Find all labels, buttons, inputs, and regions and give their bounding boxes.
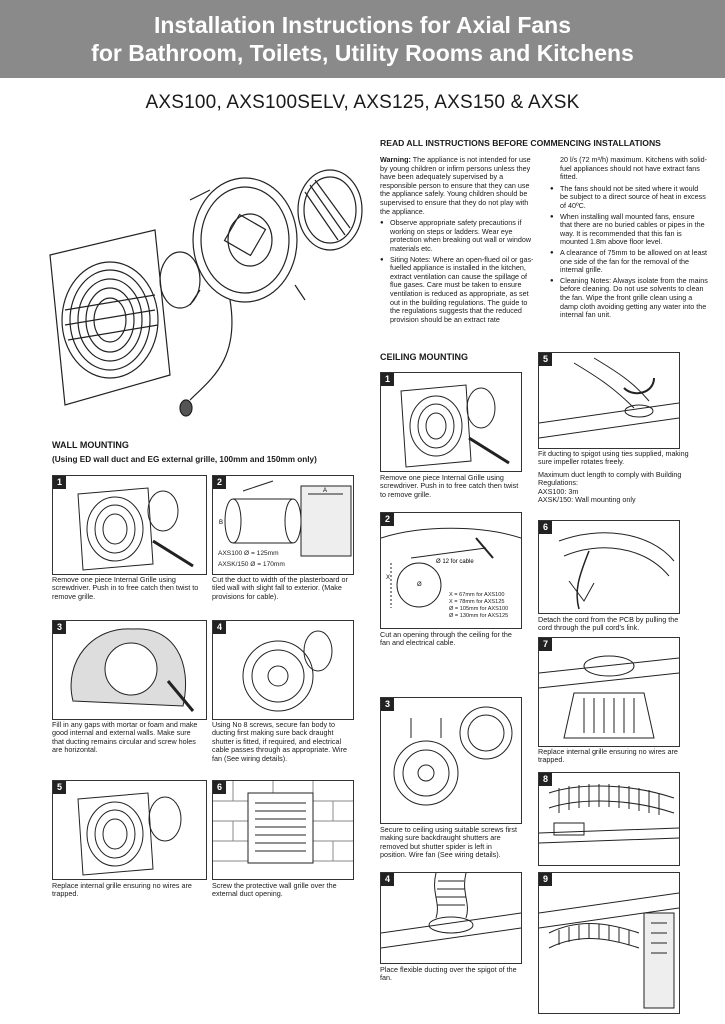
bullet-siting: Siting Notes: Where an open-flued oil or… <box>380 255 536 325</box>
intro-right-column: 20 l/s (72 m³/h) maximum. Kitchens with … <box>550 155 708 322</box>
ceiling-mounting-heading: CEILING MOUNTING <box>380 352 468 362</box>
intro-left-column: Warning: The appliance is not intended f… <box>380 155 536 326</box>
step-number: 1 <box>381 373 394 386</box>
step-number: 2 <box>381 513 394 526</box>
duct-length-axsk150: AXSK/150: Wall mounting only <box>538 495 636 505</box>
wall-step-6-caption: Screw the protective wall grille over th… <box>212 881 337 899</box>
ceiling-step-8-figure: 8 <box>538 772 680 866</box>
ceiling-step-2-caption: Cut an opening through the ceiling for t… <box>380 630 512 648</box>
step-number: 5 <box>539 353 552 366</box>
step-5-instruction: Fit ducting to spigot using ties supplie… <box>538 449 689 467</box>
step-number: 4 <box>381 873 394 886</box>
wall-step-2-caption: Cut the duct to width of the plasterboar… <box>212 575 348 601</box>
spec-line: Ø = 130mm for AXS125 <box>449 613 509 619</box>
step-number: 7 <box>539 638 552 651</box>
warning-label: Warning: <box>380 155 411 164</box>
wall-step-2-size-150: AXSK/150 Ø = 170mm <box>218 561 285 568</box>
step-number: 5 <box>53 781 66 794</box>
warning-paragraph: Warning: The appliance is not intended f… <box>380 155 536 216</box>
ceiling-step-4-caption: Place flexible ducting over the spigot o… <box>380 965 517 983</box>
ceiling-step-6-figure: 6 <box>538 520 680 614</box>
bullets-left: Observe appropriate safety precautions i… <box>380 218 536 325</box>
wall-step-5-figure: 5 <box>52 780 207 880</box>
cable-hole-label: Ø 12 for cable <box>436 559 474 565</box>
ceiling-step-2-specs: X = 67mm for AXS100 X = 78mm for AXS125 … <box>449 592 508 620</box>
wall-step-6-figure: 6 <box>212 780 354 880</box>
bullet-cables: When installing wall mounted fans, ensur… <box>550 212 708 247</box>
wall-step-3-caption: Fill in any gaps with mortar or foam and… <box>52 720 198 755</box>
model-list: AXS100, AXS100SELV, AXS125, AXS150 & AXS… <box>145 92 580 113</box>
ceiling-step-2-figure: 2 Ø 12 for cable X Ø X = 67mm for AXS100… <box>380 512 522 629</box>
wall-mounting-subheading: (Using ED wall duct and EG external gril… <box>52 455 317 464</box>
step-number: 2 <box>213 476 226 489</box>
wall-step-2-size-100: AXS100 Ø = 125mm <box>218 550 279 557</box>
wall-step-1-figure: 1 <box>52 475 207 575</box>
spec-line: X = 67mm for AXS100 <box>449 592 505 598</box>
step-number: 1 <box>53 476 66 489</box>
ceiling-step-7-caption: Replace internal grille ensuring no wire… <box>538 747 678 765</box>
bullet-clearance: A clearance of 75mm to be allowed on at … <box>550 248 708 275</box>
title-line-1: Installation Instructions for Axial Fans <box>153 12 572 38</box>
ceiling-step-7-figure: 7 <box>538 637 680 747</box>
ceiling-step-5-figure: 5 <box>538 352 680 449</box>
ceiling-step-4-figure: 4 <box>380 872 522 964</box>
wall-step-2-figure: 2 A B AXS100 Ø = 125mm AXSK/150 Ø = 170m… <box>212 475 354 575</box>
duct-length-note: Maximum duct length to comply with Build… <box>538 469 682 488</box>
wall-mounting-heading: WALL MOUNTING <box>52 440 129 450</box>
step-number: 6 <box>539 521 552 534</box>
ceiling-step-6-caption: Detach the cord from the PCB by pulling … <box>538 615 679 633</box>
ceiling-step-1-caption: Remove one piece Internal Grille using s… <box>380 473 519 499</box>
bullet-cleaning: Cleaning Notes: Always isolate from the … <box>550 276 708 320</box>
title-banner: Installation Instructions for Axial Fans… <box>0 0 725 78</box>
bullet-heat: The fans should not be sited where it wo… <box>550 184 708 211</box>
diameter-label: Ø <box>417 582 422 588</box>
duct-length-axs100: AXS100: 3m <box>538 486 579 496</box>
wall-step-4-caption: Using No 8 screws, secure fan body to du… <box>212 720 348 763</box>
step-number: 3 <box>53 621 66 634</box>
x-dimension-label: X <box>386 575 390 581</box>
ceiling-step-9-figure: 9 <box>538 872 680 1014</box>
step-number: 9 <box>539 873 552 886</box>
ceiling-step-5-caption: Fit ducting to spigot using ties supplie… <box>538 449 698 505</box>
title-line-2: for Bathroom, Toilets, Utility Rooms and… <box>91 40 634 66</box>
wall-step-1-caption: Remove one piece Internal Grille using s… <box>52 575 199 601</box>
step-number: 6 <box>213 781 226 794</box>
ceiling-step-3-figure: 3 <box>380 697 522 824</box>
ceiling-step-3-caption: Secure to ceiling using suitable screws … <box>380 825 518 860</box>
bullets-right: The fans should not be sited where it wo… <box>550 184 708 320</box>
wall-step-3-figure: 3 <box>52 620 207 720</box>
spec-line: X = 78mm for AXS125 <box>449 599 505 605</box>
step-number: 4 <box>213 621 226 634</box>
continued-text: 20 l/s (72 m³/h) maximum. Kitchens with … <box>560 155 707 182</box>
warning-text: The appliance is not intended for use by… <box>380 155 531 216</box>
read-instructions-heading: READ ALL INSTRUCTIONS BEFORE COMMENCING … <box>380 138 661 148</box>
wall-step-4-figure: 4 <box>212 620 354 720</box>
step-number: 8 <box>539 773 552 786</box>
dim-a-label: A <box>323 488 327 494</box>
hero-fan-illustration <box>40 160 370 430</box>
ceiling-step-1-figure: 1 <box>380 372 522 472</box>
step-number: 3 <box>381 698 394 711</box>
spec-line: Ø = 105mm for AXS100 <box>449 606 509 612</box>
dim-b-label: B <box>219 520 223 526</box>
wall-step-5-caption: Replace internal grille ensuring no wire… <box>52 881 192 899</box>
bullet-safety: Observe appropriate safety precautions i… <box>380 218 536 253</box>
